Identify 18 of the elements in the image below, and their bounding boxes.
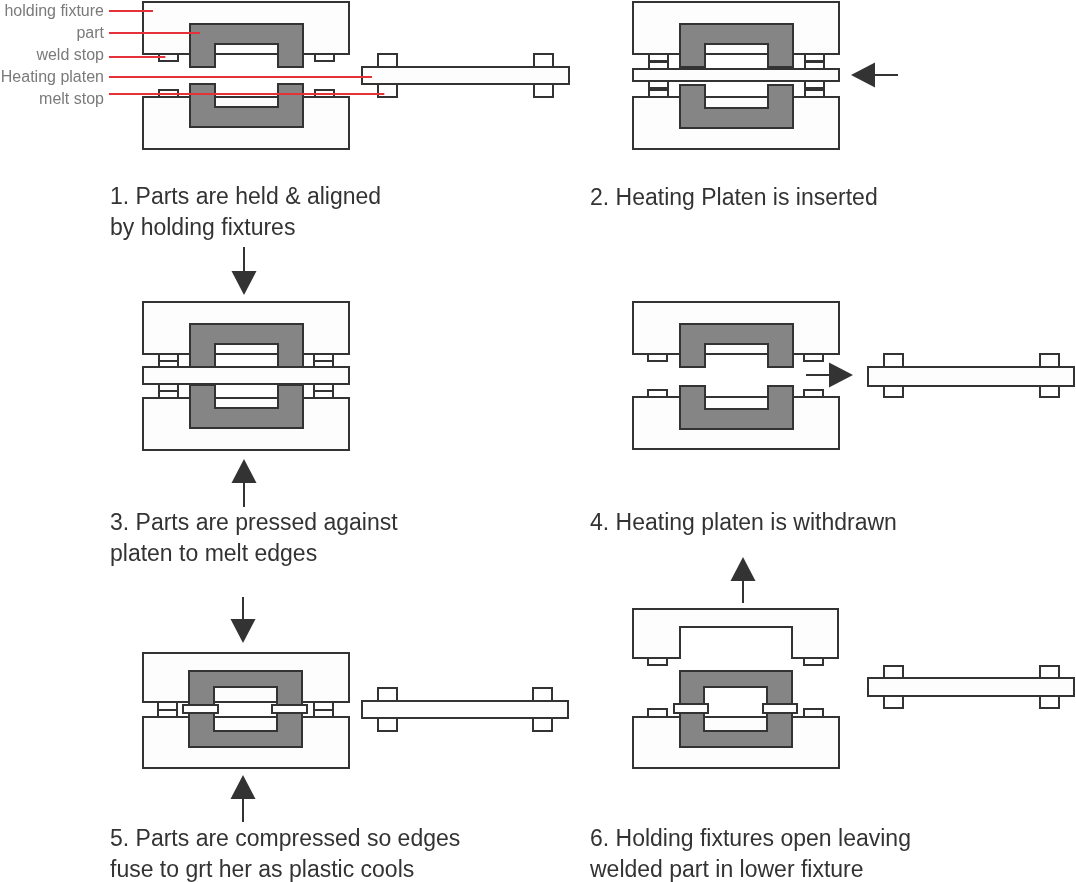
step-caption: 3. Parts are pressed against platen to melt edges bbox=[110, 508, 399, 568]
leader-line bbox=[108, 76, 373, 78]
step-caption: 2. Heating Platen is inserted bbox=[590, 183, 879, 212]
step-caption: 4. Heating platen is withdrawn bbox=[590, 508, 898, 537]
callout-label: melt stop bbox=[39, 90, 104, 108]
step-caption: 1. Parts are held & aligned by holding fixtures bbox=[110, 182, 383, 242]
heating-platen bbox=[361, 66, 570, 85]
plastic-part bbox=[189, 23, 304, 68]
callout-label: part bbox=[76, 24, 104, 42]
callout-label: Heating platen bbox=[0, 68, 104, 86]
leader-line bbox=[108, 32, 201, 34]
callout-label: holding fixture bbox=[4, 2, 104, 20]
weld-stop bbox=[158, 53, 179, 62]
leader-line bbox=[108, 56, 167, 58]
step-caption: 5. Parts are compressed so edges fuse to grt her as plastic cools bbox=[110, 824, 462, 882]
callout-label: weld stop bbox=[36, 46, 104, 64]
step-caption: 6. Holding fixtures open leaving welded part in lower fixture bbox=[590, 824, 912, 882]
leader-line bbox=[108, 10, 154, 12]
